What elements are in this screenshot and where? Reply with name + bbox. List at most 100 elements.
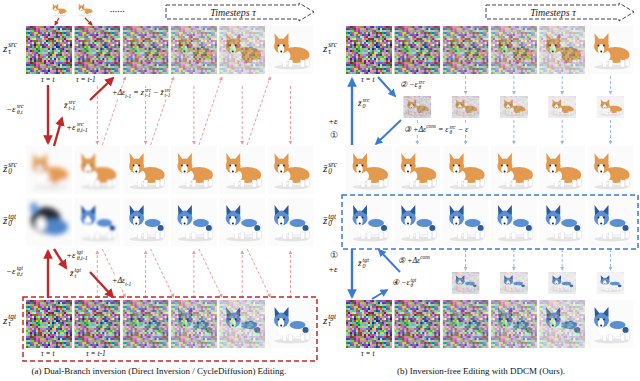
- label-text: z̄: [3, 214, 7, 226]
- illustration-rect: [346, 146, 392, 194]
- math-label: +ε: [328, 264, 338, 274]
- process-arrow: [379, 250, 400, 272]
- illustration-rect: [123, 146, 169, 194]
- illustration-path: [353, 205, 358, 215]
- illustration-path: [450, 205, 455, 215]
- math-label: −εsrcθ,t: [6, 104, 24, 116]
- script-stack: tgtθ: [411, 278, 417, 289]
- image-thumbnail: [219, 146, 265, 194]
- illustration-g: [123, 300, 169, 348]
- illustration-rect: [26, 300, 72, 348]
- math-script: src: [8, 42, 17, 49]
- illustration-rect: [512, 180, 516, 187]
- illustration-rect: [597, 96, 625, 118]
- illustration-g: [443, 198, 489, 246]
- illustration-rect: [123, 198, 169, 246]
- illustration-ellipse: [610, 219, 626, 227]
- illustration-g: [346, 198, 392, 246]
- math-label: +εtgtθ,t-1: [66, 250, 88, 262]
- image-thumbnail: [50, 1, 68, 18]
- math-script: t-1: [125, 281, 131, 287]
- illustration-path: [53, 3, 55, 7]
- illustration-g: [53, 3, 67, 16]
- illustration-g: [497, 205, 533, 242]
- illustration-g: [539, 300, 585, 348]
- illustration-rect: [588, 300, 634, 348]
- image-thumbnail: [394, 26, 440, 74]
- math-label: ......: [110, 3, 125, 15]
- illustration-rect: [252, 180, 256, 187]
- illustration-g: [546, 153, 582, 190]
- label-text: z̄: [3, 162, 7, 174]
- illustration-circle: [278, 45, 280, 47]
- illustration-rect: [443, 300, 489, 348]
- illustration-rect: [192, 232, 196, 239]
- illustration-rect: [394, 300, 440, 348]
- illustration-rect: [524, 232, 528, 239]
- illustration-rect: [192, 180, 196, 187]
- illustration-rect: [443, 26, 489, 74]
- illustration-circle: [135, 171, 137, 173]
- label-text: τ = t-1: [86, 349, 106, 358]
- process-arrow: [145, 251, 146, 298]
- illustration-circle: [283, 217, 285, 219]
- illustration-rect: [26, 26, 72, 74]
- illustration-rect: [301, 334, 305, 341]
- illustration-ellipse: [598, 318, 604, 328]
- illustration-rect: [301, 232, 305, 239]
- script-stack: srcθ: [449, 125, 455, 136]
- illustration-rect: [74, 198, 120, 246]
- illustration-g: [546, 205, 582, 242]
- illustration-circle: [90, 217, 92, 219]
- math-script: 0: [8, 169, 17, 176]
- illustration-ellipse: [598, 164, 604, 174]
- math-label: +ε: [328, 116, 338, 126]
- label-text: = ε: [438, 125, 449, 134]
- illustration-rect: [107, 180, 111, 187]
- illustration-g: [491, 198, 537, 246]
- illustration-rect: [219, 26, 265, 74]
- math-label: ztgtτ: [3, 314, 16, 329]
- illustration-ellipse: [85, 216, 91, 226]
- illustration-rect: [464, 232, 468, 239]
- label-text: ......: [110, 3, 125, 14]
- script-stack: srcτ: [8, 42, 17, 57]
- illustration-g: [443, 146, 489, 194]
- illustration-circle: [187, 217, 189, 219]
- illustration-rect: [306, 231, 310, 238]
- illustration-rect: [491, 146, 537, 194]
- illustration-g: [452, 96, 480, 118]
- image-thumbnail: [219, 26, 265, 74]
- image-thumbnail: [452, 272, 480, 294]
- illustration-rect: [26, 146, 72, 194]
- illustration-rect: [621, 180, 625, 187]
- math-label: ⑤+Δεcons: [398, 254, 430, 265]
- label-text: z: [323, 314, 327, 326]
- math-script: src: [328, 42, 337, 49]
- illustration-rect: [95, 180, 99, 187]
- math-label: ztgtτ: [323, 314, 336, 329]
- illustration-ellipse: [254, 225, 260, 231]
- illustration-rect: [346, 300, 392, 348]
- math-label: τ = t: [361, 76, 375, 85]
- illustration-ellipse: [206, 225, 212, 231]
- process-arrow: [513, 249, 514, 270]
- illustration-circle: [283, 45, 285, 47]
- math-script: τ: [8, 49, 17, 56]
- illustration-circle: [598, 319, 600, 321]
- image-thumbnail: [548, 272, 576, 294]
- illustration-rect: [577, 179, 581, 186]
- illustration-rect: [539, 300, 585, 348]
- illustration-rect: [394, 26, 440, 74]
- label-text: τ = t-1: [76, 75, 96, 84]
- illustration-g: [401, 205, 437, 242]
- illustration-circle: [133, 217, 135, 219]
- illustration-circle: [455, 223, 457, 225]
- illustration-rect: [621, 232, 625, 239]
- illustration-rect: [219, 300, 265, 348]
- illustration-rect: [384, 231, 388, 238]
- illustration-rect: [367, 180, 371, 187]
- illustration-g: [268, 198, 314, 246]
- illustration-path: [595, 33, 600, 43]
- illustration-rect: [74, 300, 120, 348]
